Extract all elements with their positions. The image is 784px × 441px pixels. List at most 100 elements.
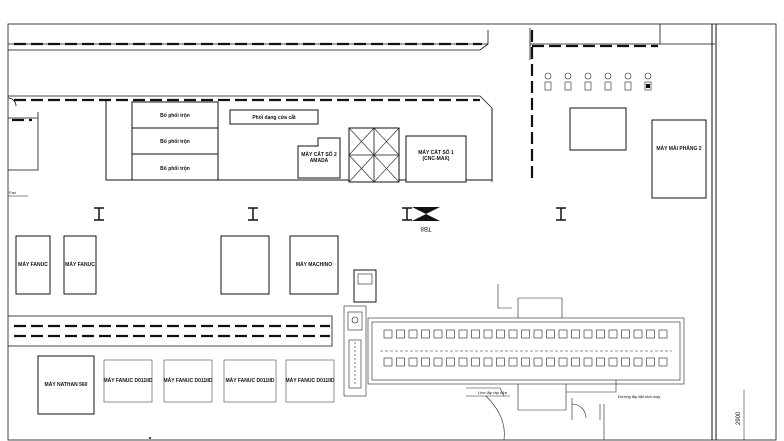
storage-rack <box>348 127 400 183</box>
pallet-17 <box>483 357 493 367</box>
fanuc-d-label-1: MÁY FANUC D011IID <box>103 377 152 384</box>
pallet-45 <box>658 357 668 367</box>
machine-1-sublabel: (CNC-MAX) <box>423 156 450 162</box>
machine-2-outline <box>297 137 341 179</box>
mixing-box-3 <box>131 153 219 181</box>
pallet-3 <box>396 357 405 367</box>
fanuc-d-box-3 <box>223 359 277 403</box>
lower-aisle-wall <box>8 315 333 347</box>
fanuc-box-2 <box>63 235 97 295</box>
belt-leader <box>566 380 617 393</box>
pallet-33 <box>583 357 593 367</box>
cut-zone-label: Phối dạng cửa cắt <box>252 114 296 121</box>
pallet-11 <box>446 357 455 367</box>
machine-1-box <box>405 135 467 183</box>
right-room-box <box>569 107 627 151</box>
tb8-label: TB8 <box>420 225 432 231</box>
cut-zone-box <box>229 109 319 125</box>
assembly-pallets <box>383 329 668 367</box>
machino-box <box>289 235 339 295</box>
bottom-door <box>571 398 605 440</box>
machine-1-label: MÁY CẮT SỐ 1 <box>418 148 454 156</box>
pallet-28 <box>558 329 568 339</box>
top-corridor-wall <box>8 30 489 51</box>
mixing-label-3: Bố phối trộn <box>160 165 190 172</box>
pallet-20 <box>508 329 518 339</box>
left-arc <box>7 97 17 107</box>
pallet-0 <box>383 329 393 339</box>
grinder-2-box <box>651 119 707 199</box>
bottom-curve <box>485 395 505 441</box>
dimension-label: 2900 <box>736 411 742 425</box>
line-label: Line lắp ráp cửa <box>478 390 508 395</box>
pallet-16 <box>483 329 493 339</box>
column-markers <box>94 207 566 221</box>
mixing-label-2: Bố phối trộn <box>160 138 190 145</box>
pallet-21 <box>508 357 518 367</box>
pallet-34 <box>596 329 605 339</box>
fanuc-d-label-4: MÁY FANUC D011IID <box>285 377 334 384</box>
blank-machine-box <box>220 235 270 295</box>
pallet-18 <box>496 329 505 339</box>
loader-unit <box>343 269 377 397</box>
pallet-37 <box>608 357 618 367</box>
pallet-29 <box>558 357 568 367</box>
machino-label: MÁY MACHINO <box>296 261 332 268</box>
pallet-12 <box>458 329 468 339</box>
pallet-41 <box>633 357 643 367</box>
pallet-4 <box>408 329 418 339</box>
fanuc-d-label-2: MÁY FANUC D011IID <box>163 377 212 384</box>
pallet-6 <box>421 329 430 339</box>
belt-label: Đường lắp đặt nhà máy <box>618 394 660 399</box>
line-label-bracket <box>466 387 510 397</box>
pallet-24 <box>533 329 543 339</box>
right-top-rooms <box>530 24 715 45</box>
pallet-30 <box>571 329 580 339</box>
nathan-label: MÁY NATHAN 560 <box>45 381 88 388</box>
pallet-10 <box>446 329 455 339</box>
pallet-14 <box>471 329 480 339</box>
pallet-27 <box>546 357 555 367</box>
pallet-40 <box>633 329 643 339</box>
transformer-icon <box>412 207 440 221</box>
pallet-25 <box>533 357 543 367</box>
mixing-box-1 <box>131 101 219 129</box>
pallet-43 <box>646 357 655 367</box>
pallet-23 <box>521 357 530 367</box>
utility-symbols <box>544 72 652 91</box>
machine-2-label: MÁY CẮT SỐ 2 <box>301 150 337 158</box>
central-building-outline <box>105 100 493 181</box>
pallet-44 <box>658 329 668 339</box>
pallet-2 <box>396 329 405 339</box>
pallet-13 <box>458 357 468 367</box>
pallet-32 <box>583 329 593 339</box>
fanuc-d-box-1 <box>103 359 153 403</box>
pallet-8 <box>433 329 443 339</box>
left-wall <box>8 112 39 171</box>
pallet-39 <box>621 357 630 367</box>
fanuc-d-box-2 <box>163 359 213 403</box>
pallet-42 <box>646 329 655 339</box>
pallet-22 <box>521 329 530 339</box>
pallet-31 <box>571 357 580 367</box>
pallet-36 <box>608 329 618 339</box>
pallet-15 <box>471 357 480 367</box>
mixing-stations: Bố phối trộn Bố phối trộn Bố phối trộn <box>131 101 219 181</box>
nathan-box <box>37 355 95 415</box>
pallet-26 <box>546 329 555 339</box>
pallet-38 <box>621 329 630 339</box>
fanuc-label-1: MÁY FANUC <box>18 261 48 268</box>
pallet-9 <box>433 357 443 367</box>
pallet-19 <box>496 357 505 367</box>
mixing-label-1: Bố phối trộn <box>160 112 190 119</box>
fanuc-label-2: MÁY FANUC <box>65 261 95 268</box>
plan-border <box>7 23 777 441</box>
fanuc-d-box-4 <box>285 359 335 403</box>
assembly-line <box>367 284 685 411</box>
fanuc-box-1 <box>15 235 51 295</box>
pallet-1 <box>383 357 393 367</box>
pallet-35 <box>596 357 605 367</box>
pallet-7 <box>421 357 430 367</box>
left-tag-label: Fan <box>9 190 16 195</box>
